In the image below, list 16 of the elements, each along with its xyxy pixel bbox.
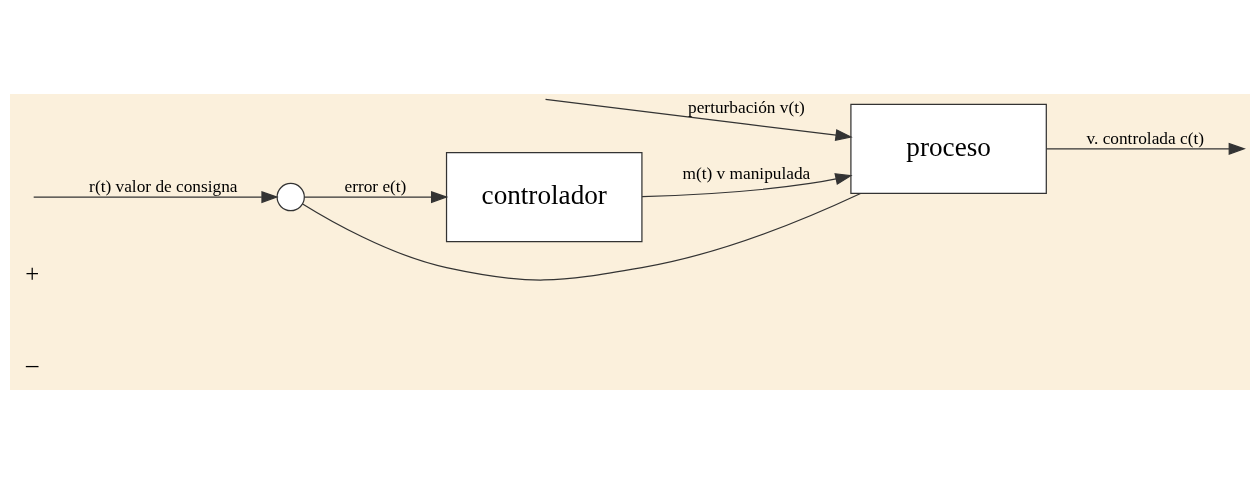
edge-label: error e(t) [344, 177, 407, 197]
arrow [303, 191, 449, 204]
node-box: controlador [445, 151, 643, 243]
arrow [33, 191, 279, 204]
edge-label: r(t) valor de consigna [89, 177, 238, 197]
label: – [26, 350, 39, 378]
node-box: proceso [850, 103, 1047, 194]
arrow [544, 98, 853, 142]
node-circle [276, 182, 305, 212]
label: + [25, 260, 40, 288]
edge-label: perturbación v(t) [688, 98, 805, 118]
edge-label: m(t) v manipulada [682, 163, 811, 183]
connector [302, 192, 862, 281]
arrow [1046, 142, 1246, 155]
edge-label: v. controlada c(t) [1086, 129, 1204, 149]
arrow [641, 173, 853, 198]
